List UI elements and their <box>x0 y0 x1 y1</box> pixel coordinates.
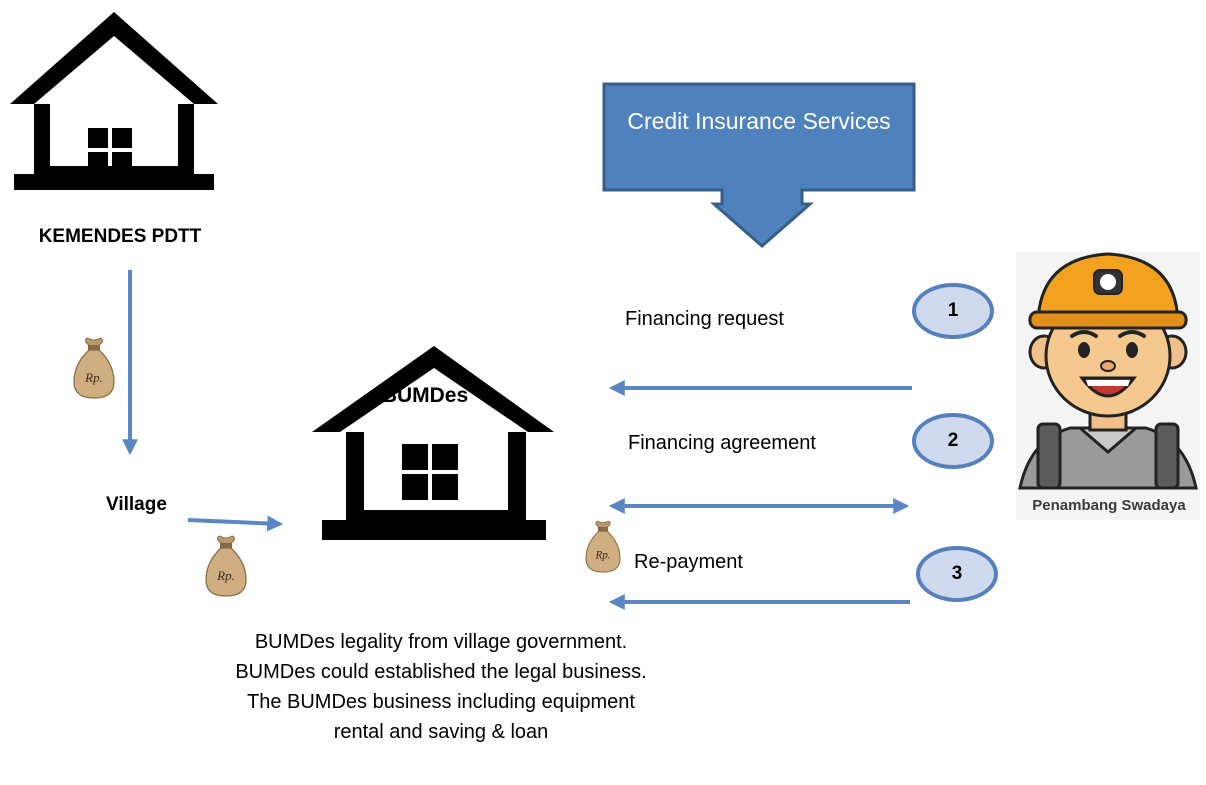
step-number-badge-2: 2 <box>912 413 994 469</box>
bumdes-building-icon <box>312 346 554 540</box>
step-number-badge-1: 1 <box>912 283 994 339</box>
village-label: Village <box>106 494 167 515</box>
credit-insurance-callout <box>602 82 916 248</box>
agency-building-icon <box>10 12 218 190</box>
agency-label: KEMENDES PDTT <box>38 226 202 247</box>
step-number-badge-3: 3 <box>916 546 998 602</box>
window-icon <box>402 444 458 500</box>
money-bag-icon <box>585 520 621 573</box>
bumdes-description: BUMDes legality from village government.… <box>235 631 647 743</box>
step-label-financing-request: Financing request <box>625 308 784 330</box>
window-icon <box>88 128 132 172</box>
miner-icon <box>1016 252 1200 520</box>
miner-caption: Penambang Swadaya <box>1032 497 1186 514</box>
step-label-financing-agreement: Financing agreement <box>628 432 816 454</box>
village-to-bumdes-arrow <box>187 515 284 532</box>
credit-insurance-label: Credit Insurance Services <box>627 108 891 134</box>
bumdes-sign-label: BUMDes <box>381 384 469 407</box>
money-bag-icon <box>73 337 115 399</box>
money-bag-icon <box>205 535 247 597</box>
step-label-repayment: Re-payment <box>634 551 743 573</box>
